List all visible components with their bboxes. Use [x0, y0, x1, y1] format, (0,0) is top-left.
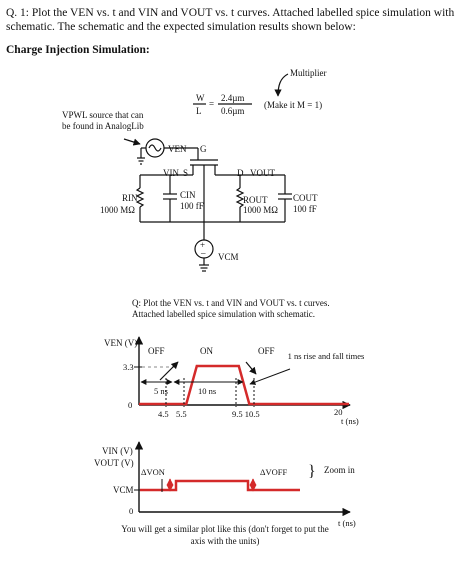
- dv-off-label: ΔVOFF: [260, 467, 288, 477]
- dim-10ns-label: 10 ns: [198, 386, 217, 396]
- dv-on-label: ΔVON: [141, 467, 165, 477]
- w-value: 2.4µm: [221, 93, 245, 103]
- cout-label: COUT: [293, 193, 318, 203]
- question-text: Q. 1: Plot the VEN vs. t and VIN and VOU…: [6, 7, 455, 33]
- vout-plot-ylabel: VOUT (V): [94, 458, 134, 468]
- multiplier-label: Multiplier: [290, 68, 327, 78]
- rin-value: 1000 MΩ: [100, 205, 135, 215]
- make-it-note: (Make it M = 1): [264, 100, 323, 110]
- cout-value: 100 fF: [293, 204, 317, 214]
- ven-tick-3v3: 3.3: [123, 362, 134, 372]
- ven-plot: [134, 336, 351, 410]
- schematic: =: [123, 73, 292, 272]
- on-label: ON: [200, 346, 213, 356]
- tick-9-5-10-5: 9.5 10.5: [232, 409, 260, 419]
- rout-resistor: [235, 187, 245, 208]
- gate-label: G: [200, 144, 207, 154]
- ven-label: VEN: [168, 144, 187, 154]
- tick-5-5: 5.5: [176, 409, 187, 419]
- rout-label: ROUT: [243, 195, 268, 205]
- l-value: 0.6µm: [221, 106, 245, 116]
- tick-20: 20: [334, 407, 343, 417]
- vin-vout-waveform: [140, 479, 300, 492]
- vin-tick-0: 0: [129, 506, 134, 516]
- svg-text:–: –: [200, 248, 206, 258]
- svg-text:=: =: [209, 99, 214, 109]
- rin-label: RIN: [122, 193, 138, 203]
- vin-node-label: VIN: [163, 168, 179, 178]
- vout-node-label: VOUT: [250, 168, 275, 178]
- caption: Q: Plot the VEN vs. t and VIN and VOUT v…: [132, 298, 330, 319]
- source-label: S: [183, 168, 189, 178]
- section-heading: Charge Injection Simulation:: [6, 44, 150, 56]
- ven-waveform: [139, 364, 349, 406]
- rise-fall-note: 1 ns rise and fall times: [287, 351, 365, 361]
- fall-marker-arrow: [245, 361, 257, 375]
- cin-label: CIN: [180, 190, 196, 200]
- ven-tick-0: 0: [128, 400, 133, 410]
- svg-text:+: +: [200, 240, 205, 250]
- vpwl-note: VPWL source that can be found in AnalogL…: [62, 110, 144, 131]
- w-label: W: [196, 93, 205, 103]
- ven-plot-ylabel: VEN (V): [104, 338, 138, 348]
- dim-5ns-label: 5 ns: [154, 386, 168, 396]
- tick-4-5: 4.5: [158, 409, 169, 419]
- vcm-label: VCM: [218, 252, 239, 262]
- zoom-brace: }: [308, 463, 316, 480]
- ven-xlabel: t (ns): [341, 416, 359, 426]
- vpwl-pointer-arrow: [123, 138, 141, 146]
- rin-resistor: [135, 187, 145, 208]
- bottom-note: You will get a similar plot like this (d…: [121, 524, 329, 546]
- sine-icon: [148, 144, 162, 152]
- zoom-in-label: Zoom in: [324, 465, 355, 475]
- multiplier-arrow: [274, 73, 289, 97]
- l-label: L: [196, 106, 202, 116]
- off1-label: OFF: [148, 346, 165, 356]
- vin-plot-ylabel: VIN (V): [102, 446, 133, 456]
- vcm-axis-label: VCM: [113, 485, 134, 495]
- rise-marker-arrow: [159, 361, 179, 381]
- rout-value: 1000 MΩ: [243, 205, 278, 215]
- rise-fall-pointer: [249, 368, 291, 385]
- off2-label: OFF: [258, 346, 275, 356]
- vin-vout-plot: }: [134, 441, 351, 517]
- vin-xlabel: t (ns): [338, 518, 356, 528]
- cin-value: 100 fF: [180, 201, 204, 211]
- drain-label: D: [237, 168, 244, 178]
